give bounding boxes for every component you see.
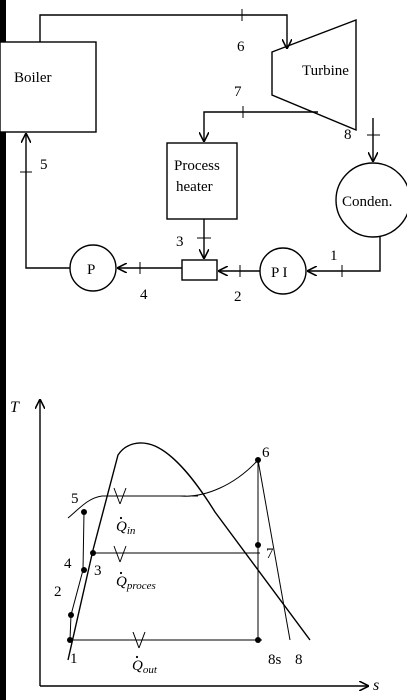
mixing-chamber — [181, 259, 218, 281]
line-state-5 — [26, 134, 70, 269]
q-out-arrow-right — [138, 631, 146, 649]
point-7-dot — [255, 542, 261, 548]
point-6-label: 6 — [262, 445, 270, 461]
line-state-1 — [308, 237, 381, 271]
point-6-dot — [255, 457, 261, 463]
q-in-dot — [119, 516, 123, 520]
state-5-label: 5 — [40, 157, 48, 173]
boiler-label: Boiler — [14, 70, 52, 86]
state-3-label: 3 — [176, 234, 184, 250]
q-in-label: Qin — [116, 519, 136, 537]
point-8s-label: 8s — [268, 652, 282, 668]
q-proc-dot — [119, 571, 123, 575]
line-state-7 — [204, 111, 318, 141]
condenser-circle — [335, 162, 407, 238]
boiler-box — [0, 41, 97, 133]
pump-low-label: P I — [271, 265, 288, 281]
pump-high-label: P — [87, 262, 95, 278]
q-out-arrow-left — [132, 631, 140, 649]
condenser-label: Conden. — [342, 194, 392, 210]
point-4-dot — [81, 567, 87, 573]
state-4-label: 4 — [140, 287, 148, 303]
q-out-label: Qout — [132, 658, 158, 676]
cycle-schematic: Boiler Turbine Process heater Conden. P … — [0, 9, 407, 305]
left-page-edge — [0, 0, 6, 700]
q-in-symbol: Q — [116, 519, 127, 535]
state-1-label: 1 — [330, 248, 338, 264]
t-axis-label: T — [10, 399, 20, 416]
q-proc-arrow-right — [119, 545, 127, 563]
q-proc-label: Qproces — [116, 574, 156, 592]
point-3-label: 3 — [94, 563, 102, 579]
q-in-arrow-left — [113, 487, 121, 505]
state-7-label: 7 — [234, 84, 242, 100]
point-5-dot — [81, 509, 87, 515]
q-proc-subscript: proces — [126, 580, 156, 592]
ts-diagram: T s 1 2 3 4 5 6 7 8s 8 — [10, 399, 379, 694]
point-2-label: 2 — [54, 584, 62, 600]
state-6-label: 6 — [237, 39, 245, 55]
state-8-label: 8 — [344, 127, 352, 143]
actual-expansion — [257, 459, 291, 641]
turbine-shape — [271, 18, 357, 132]
point-3-dot — [90, 550, 96, 556]
q-proc-arrow-left — [113, 545, 121, 563]
line-state-6 — [39, 14, 287, 48]
heat-addition-line — [67, 459, 259, 519]
q-in-arrow-right — [119, 487, 127, 505]
q-out-symbol: Q — [132, 658, 143, 674]
pump-compression-line — [69, 511, 85, 641]
saturation-dome — [67, 442, 311, 661]
q-out-subscript: out — [143, 664, 158, 676]
point-2-dot — [68, 612, 74, 618]
process-heater-label-1: Process — [174, 158, 220, 174]
q-in-subscript: in — [127, 525, 136, 537]
s-axis-label: s — [373, 677, 379, 694]
point-5-label: 5 — [71, 491, 79, 507]
point-4-label: 4 — [64, 556, 72, 572]
point-7-label: 7 — [266, 546, 274, 562]
turbine-label: Turbine — [302, 63, 349, 79]
point-8s-dot — [255, 637, 261, 643]
point-1-dot — [67, 637, 73, 643]
point-8-label: 8 — [295, 652, 303, 668]
process-heater-box — [166, 142, 238, 220]
state-2-label: 2 — [234, 289, 242, 305]
process-heater-label-2: heater — [176, 179, 213, 195]
point-1-label: 1 — [70, 651, 78, 667]
q-proc-symbol: Q — [116, 574, 127, 590]
q-out-dot — [135, 655, 139, 659]
